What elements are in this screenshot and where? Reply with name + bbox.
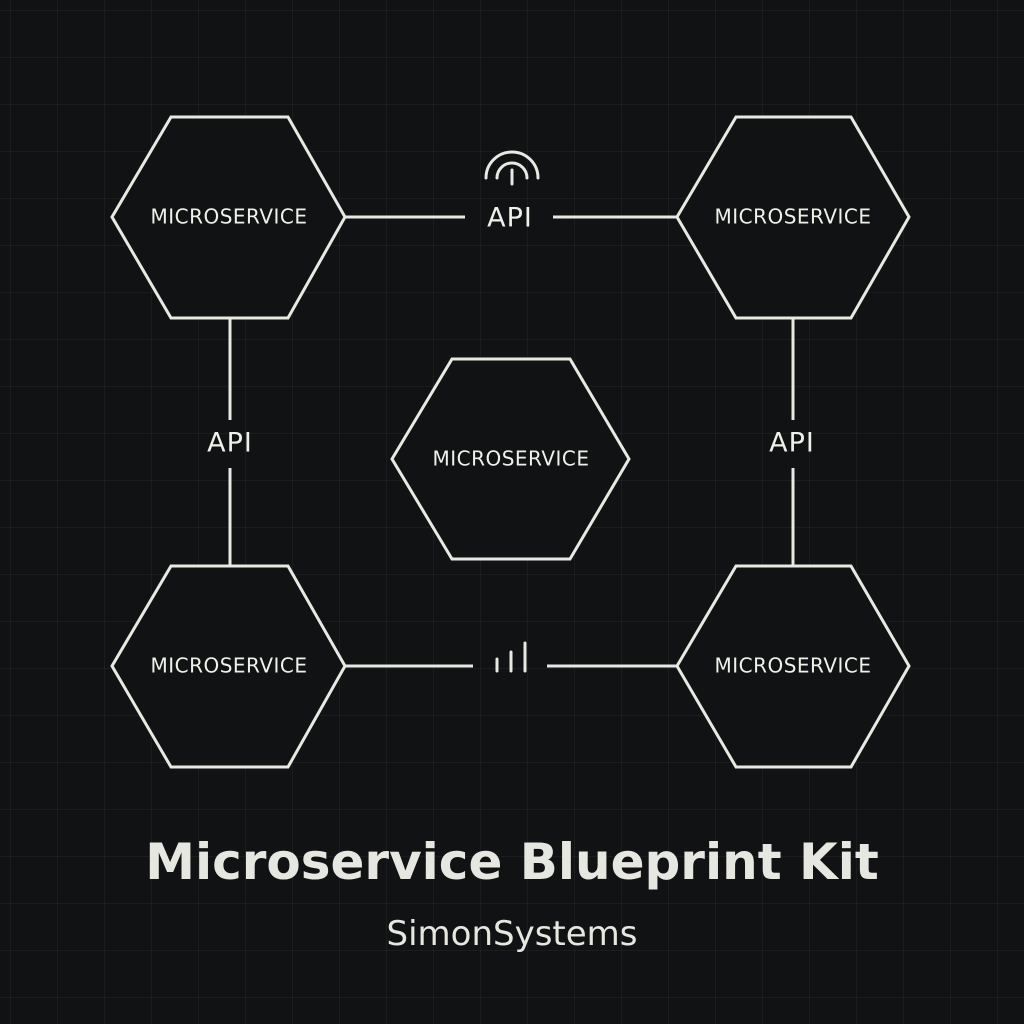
edge-label-api-top: API — [487, 203, 533, 234]
hexagon-shape — [110, 115, 347, 320]
node-top-left: MICROSERVICE — [110, 115, 347, 320]
node-label: MICROSERVICE — [150, 654, 307, 678]
node-bottom-left: MICROSERVICE — [110, 564, 347, 769]
node-bottom-right: MICROSERVICE — [675, 564, 911, 769]
signal-bars-icon — [495, 641, 527, 673]
node-top-right: MICROSERVICE — [675, 115, 911, 320]
page-title: Microservice Blueprint Kit — [145, 833, 879, 891]
edge-label-api-right: API — [769, 428, 815, 459]
node-center: MICROSERVICE — [390, 357, 631, 561]
hexagon-shape — [675, 564, 911, 769]
node-label: MICROSERVICE — [150, 205, 307, 229]
node-label: MICROSERVICE — [714, 654, 871, 678]
brand-name: SimonSystems — [386, 914, 638, 954]
edge-label-api-left: API — [207, 428, 253, 459]
hexagon-shape — [675, 115, 911, 320]
wireless-signal-icon — [484, 150, 540, 186]
node-label: MICROSERVICE — [714, 205, 871, 229]
node-label: MICROSERVICE — [432, 447, 589, 471]
hexagon-shape — [390, 357, 631, 561]
hexagon-shape — [110, 564, 347, 769]
